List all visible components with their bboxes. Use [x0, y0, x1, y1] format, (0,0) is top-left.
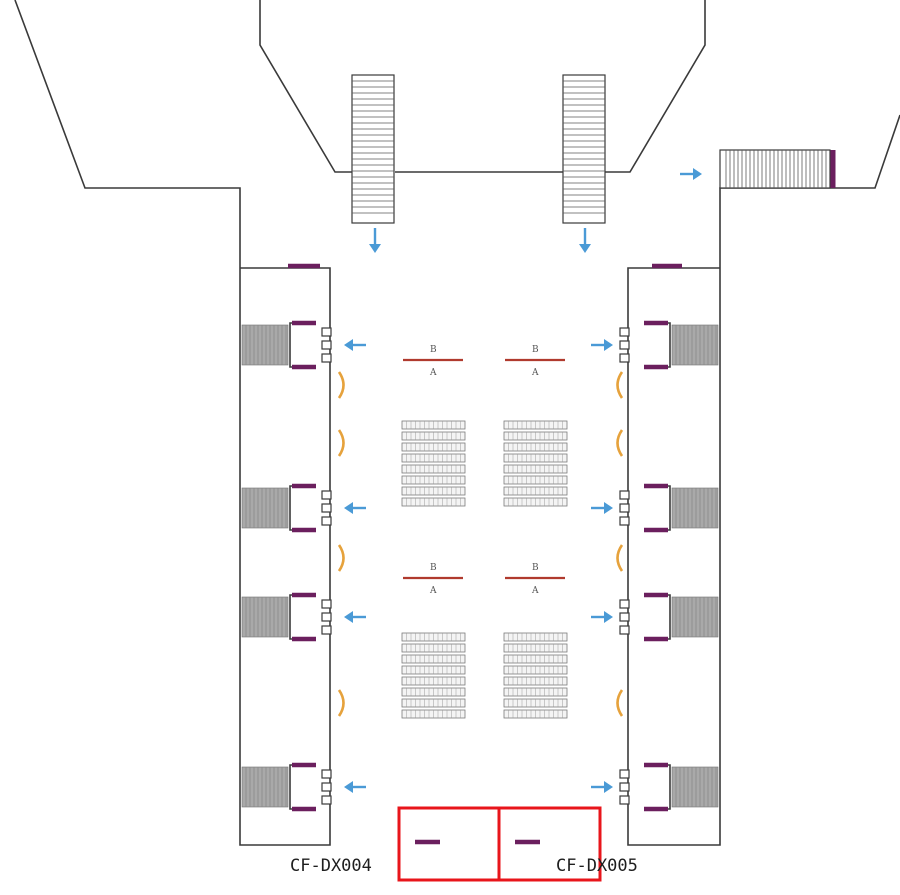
stairs-top-far-right [719, 149, 836, 189]
escalator-left-4 [241, 766, 289, 808]
lamp-icon [616, 689, 624, 717]
lamp-icon [616, 371, 624, 399]
lamp-icon [616, 544, 624, 572]
flow-arrow-down-right [579, 228, 591, 253]
gate-unit-left-4 [241, 762, 366, 812]
flow-arrow-left [344, 781, 366, 793]
turnstiles-left-2 [321, 490, 332, 526]
gate-label-a: A [531, 368, 539, 378]
seating-block-1 [401, 420, 466, 507]
highlight-box-dx005 [497, 806, 602, 882]
gate-unit-right-4 [591, 762, 719, 812]
turnstiles-left-3 [321, 599, 332, 635]
flow-arrow-right [591, 339, 613, 351]
gate-unit-left-2 [241, 483, 366, 533]
gate-line-2: BA [505, 345, 565, 378]
seating-block-2 [503, 420, 568, 507]
lamp-icon [337, 544, 345, 572]
turnstiles-right-2 [619, 490, 630, 526]
stairs-top-left [351, 74, 395, 224]
turnstiles-left-4 [321, 769, 332, 805]
gate-label-b: B [532, 345, 539, 355]
gate-label-a: A [429, 368, 437, 378]
escalator-left-2 [241, 487, 289, 529]
lamp-icon [337, 371, 345, 399]
turnstiles-left-1 [321, 327, 332, 363]
turnstiles-right-3 [619, 599, 630, 635]
gate-label-b: B [430, 563, 437, 573]
stairs-top-right [562, 74, 606, 224]
lamp-icon [616, 429, 624, 457]
flow-arrow-right [591, 502, 613, 514]
escalator-right-3 [671, 596, 719, 638]
gate-unit-right-3 [591, 592, 719, 642]
turnstiles-right-1 [619, 327, 630, 363]
flow-arrow-down-left [369, 228, 381, 253]
flow-arrow-left [344, 502, 366, 514]
escalator-left-1 [241, 324, 289, 366]
escalator-right-2 [671, 487, 719, 529]
gate-unit-right-2 [591, 483, 719, 533]
gate-line-3: BA [403, 563, 463, 596]
gate-label-a: A [429, 586, 437, 596]
device-label-dx005: CF-DX005 [556, 856, 638, 876]
flow-arrow-right [591, 781, 613, 793]
gate-line-1: BA [403, 345, 463, 378]
flow-arrow-right-top [680, 168, 702, 180]
flow-arrow-right [591, 611, 613, 623]
gate-label-b: B [532, 563, 539, 573]
gate-unit-left-3 [241, 592, 366, 642]
highlight-box-dx004 [397, 806, 501, 882]
escalator-left-3 [241, 596, 289, 638]
gate-label-a: A [531, 586, 539, 596]
turnstiles-right-4 [619, 769, 630, 805]
flow-arrow-left [344, 611, 366, 623]
lamp-icon [337, 429, 345, 457]
lamp-icon [337, 689, 345, 717]
escalator-right-4 [671, 766, 719, 808]
gate-unit-left-1 [241, 320, 366, 370]
gate-line-4: BA [505, 563, 565, 596]
device-label-dx004: CF-DX004 [290, 856, 372, 876]
escalator-right-1 [671, 324, 719, 366]
gate-label-b: B [430, 345, 437, 355]
building-outline [14, 0, 900, 846]
flow-arrow-left [344, 339, 366, 351]
seating-block-4 [503, 632, 568, 719]
seating-block-3 [401, 632, 466, 719]
gate-unit-right-1 [591, 320, 719, 370]
